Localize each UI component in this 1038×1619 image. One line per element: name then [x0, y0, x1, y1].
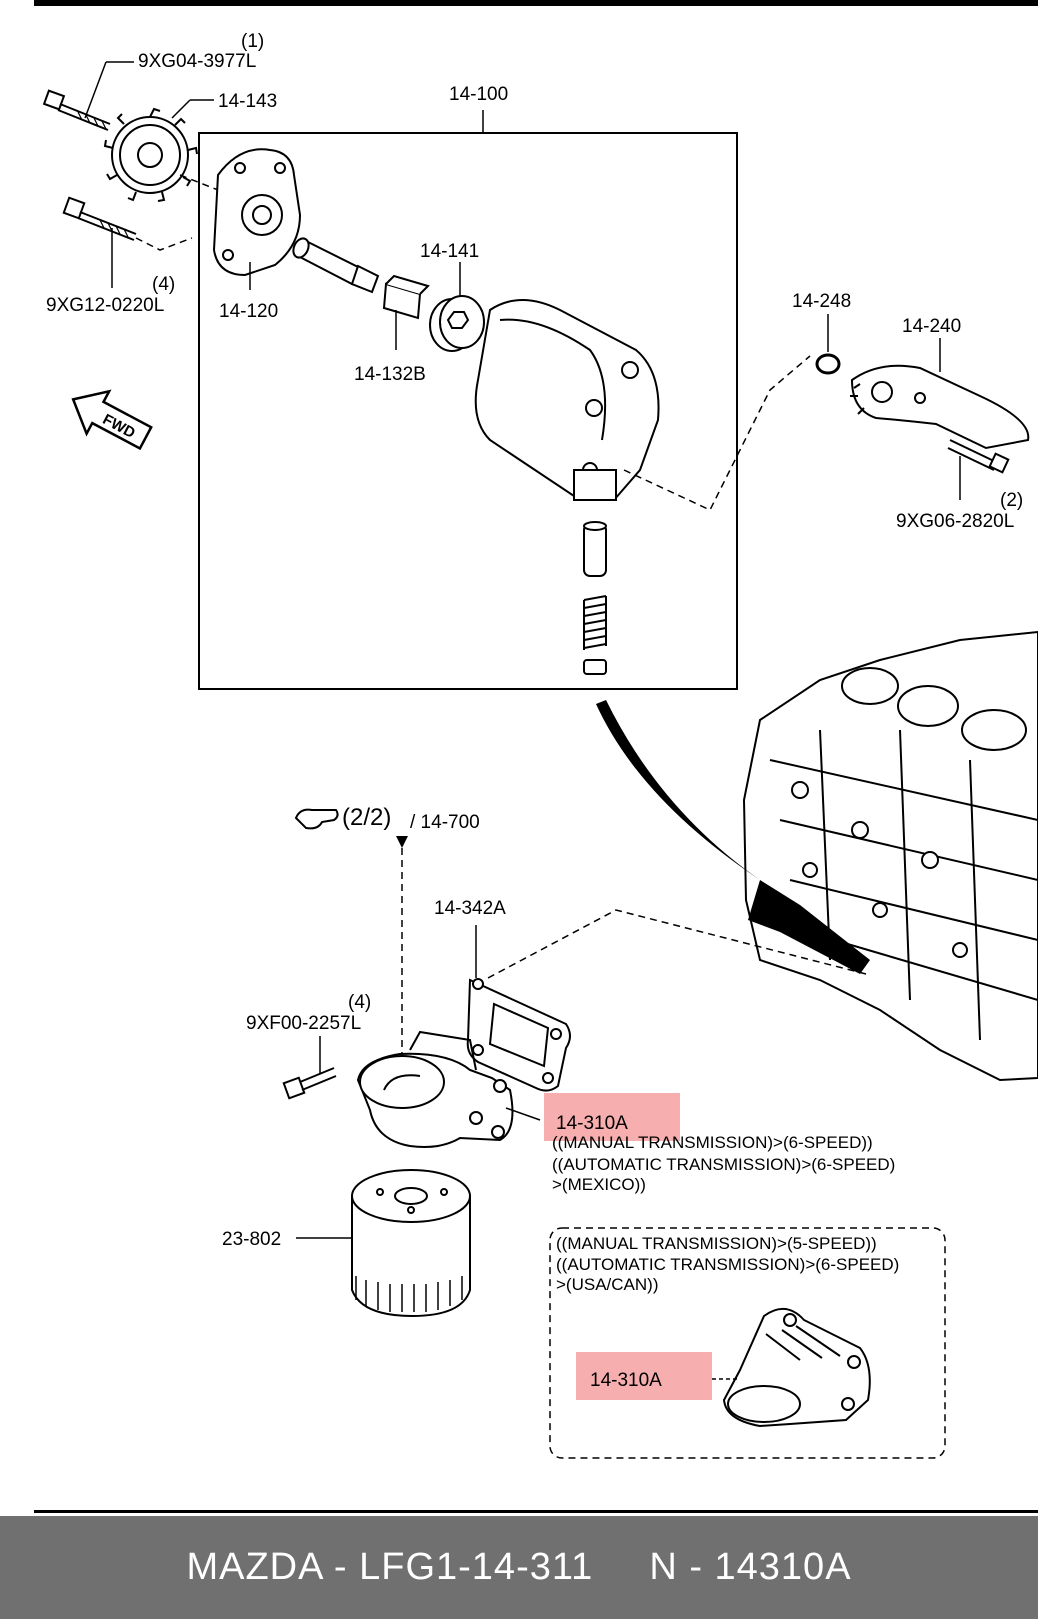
strainer-icon — [850, 364, 1030, 450]
bolt-bottom-icon — [282, 1067, 337, 1100]
pump-assembly-box — [198, 132, 738, 690]
pointing-hand-icon — [294, 808, 339, 830]
part-number-footer: MAZDA - LFG1-14-311 N - 14310A — [0, 1516, 1038, 1619]
pump-cover-icon — [212, 148, 302, 277]
label-ref-part: / 14-700 — [410, 812, 480, 833]
o-ring-icon — [815, 353, 841, 375]
parts-diagram: FWD — [42, 31, 1038, 1459]
bolt-right-icon — [947, 439, 1010, 474]
footer-aftermarket-number: N - 14310A — [649, 1546, 852, 1588]
filter-body-variant-icon — [722, 1308, 871, 1428]
pump-body-icon — [474, 299, 660, 501]
label-bolt-top: 9XG04-3977L — [138, 51, 256, 72]
engine-block-icon — [742, 630, 1038, 1082]
label-bolt-right-qty: (2) — [1000, 490, 1023, 511]
label-bolt-left: 9XG12-0220L — [46, 295, 164, 316]
relief-spring-icon — [583, 595, 607, 650]
filter-body-icon — [356, 1030, 514, 1148]
oil-filter-icon — [351, 1169, 471, 1318]
label-pump-assy: 14-100 — [449, 84, 508, 105]
label-inset-note2: ((AUTOMATIC TRANSMISSION)>(6-SPEED) — [556, 1255, 899, 1274]
fwd-arrow-icon: FWD — [71, 389, 153, 451]
pump-location-arrow — [596, 700, 870, 974]
relief-plunger-icon — [583, 521, 607, 577]
footer-rule — [34, 1510, 1038, 1513]
label-filter-body-a: 14-310A — [556, 1113, 628, 1134]
spring-seat-icon — [583, 659, 607, 675]
label-strainer: 14-240 — [902, 316, 961, 337]
label-filter-body-a-note3: >(MEXICO)) — [552, 1175, 646, 1194]
label-filter-body-b: 14-310A — [590, 1370, 662, 1391]
label-bolt-left-qty: (4) — [152, 274, 175, 295]
spacer-icon — [382, 274, 430, 320]
label-bolt-right: 9XG06-2820L — [896, 511, 1014, 532]
bolt-top-icon — [42, 89, 111, 131]
sprocket-icon — [103, 107, 198, 202]
label-ref-page: (2/2) — [342, 804, 391, 831]
label-inset-note3: >(USA/CAN)) — [556, 1275, 658, 1294]
label-gasket: 14-342A — [434, 898, 506, 919]
label-inset-note1: ((MANUAL TRANSMISSION)>(5-SPEED)) — [556, 1234, 877, 1253]
label-oil-filter: 23-802 — [222, 1229, 281, 1250]
label-bolt-top-qty: (1) — [241, 31, 264, 52]
label-spacer: 14-132B — [354, 364, 426, 385]
highlight-14-310a-inset — [576, 1352, 712, 1400]
pump-shaft-icon — [292, 237, 380, 294]
top-border — [34, 0, 1038, 6]
inset-variant-box — [549, 1227, 946, 1459]
label-shaft: 14-141 — [420, 241, 479, 262]
label-pump-cover: 14-120 — [219, 301, 278, 322]
gasket-icon — [466, 978, 571, 1092]
bolt-left-icon — [62, 196, 137, 241]
label-bolt-bottom: 9XF00-2257L — [246, 1013, 361, 1034]
label-bolt-bottom-qty: (4) — [348, 992, 371, 1013]
footer-oem-number: MAZDA - LFG1-14-311 — [186, 1546, 594, 1588]
label-o-ring: 14-248 — [792, 291, 851, 312]
label-sprocket: 14-143 — [218, 91, 277, 112]
label-filter-body-a-note2: ((AUTOMATIC TRANSMISSION)>(6-SPEED) — [552, 1155, 895, 1174]
highlight-14-310a-main — [544, 1093, 680, 1141]
inner-rotor-icon — [429, 295, 485, 352]
label-filter-body-a-note1: ((MANUAL TRANSMISSION)>(6-SPEED)) — [552, 1133, 873, 1152]
